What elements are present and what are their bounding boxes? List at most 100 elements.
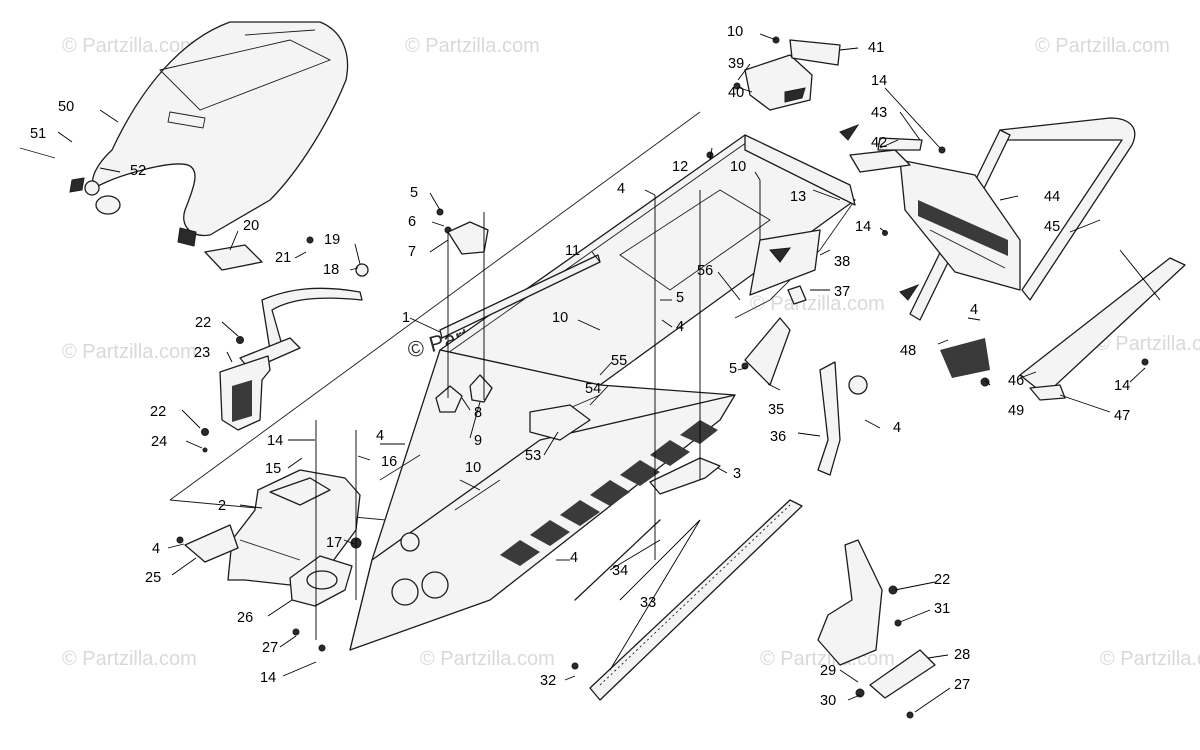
seat-part [19, 21, 349, 247]
callout-label: 4 [152, 541, 160, 557]
callout-label: 54 [585, 381, 601, 397]
callout-label: 40 [728, 85, 744, 101]
callout-label: 31 [934, 601, 950, 617]
callout-label: 5 [410, 185, 418, 201]
tunnel-chassis-part [349, 134, 856, 651]
callout-label: 23 [194, 345, 210, 361]
callout-label: 30 [820, 693, 836, 709]
watermark-text: © Partzilla.com [420, 648, 555, 670]
watermark-text: © Partzilla.com [750, 293, 885, 315]
callout-label: 14 [260, 670, 276, 686]
callout-label: 22 [150, 404, 166, 420]
callout-label: 26 [237, 610, 253, 626]
callout-label: 4 [617, 181, 625, 197]
callout-label: 44 [1044, 189, 1060, 205]
watermark-text: © Partzilla.com [62, 648, 197, 670]
callout-label: 29 [820, 663, 836, 679]
callout-label: 15 [265, 461, 281, 477]
callout-label: 5 [729, 361, 737, 377]
callout-label: 10 [730, 159, 746, 175]
callout-label: 34 [612, 563, 628, 579]
callout-label: 21 [275, 250, 291, 266]
callout-label: 14 [1114, 378, 1130, 394]
callout-label: 50 [58, 99, 74, 115]
callout-label: 47 [1114, 408, 1130, 424]
callout-label: 52 [130, 163, 146, 179]
watermark-text: © Partzilla.com [1095, 333, 1200, 355]
callout-label: 35 [768, 402, 784, 418]
watermark-text: © Partzilla.com [405, 35, 540, 57]
plate-8 [435, 374, 493, 413]
callout-label: 39 [728, 56, 744, 72]
callout-labels: 1 2 3 4 4 4 4 4 4 4 5 5 5 6 7 8 9 10 10 … [30, 24, 1130, 709]
bracket-54 [529, 404, 591, 441]
callout-label: 16 [381, 454, 397, 470]
bracket-37 [787, 285, 807, 305]
callout-label: 25 [145, 570, 161, 586]
callout-label: 14 [871, 73, 887, 89]
arm-36 [817, 361, 868, 476]
watermark-text: © Partzilla.com [1035, 35, 1170, 57]
callout-label: 13 [790, 189, 806, 205]
callout-label: 41 [868, 40, 884, 56]
callout-label: 27 [262, 640, 278, 656]
watermark-text: © Partzilla.com [1100, 648, 1200, 670]
callout-label: 28 [954, 647, 970, 663]
plate-26 [289, 555, 353, 607]
plate-25 [184, 524, 239, 563]
callout-label: 10 [465, 460, 481, 476]
bracket-7 [447, 221, 489, 255]
callout-label: 3 [733, 466, 741, 482]
callout-label: 51 [30, 126, 46, 142]
callout-label: 22 [934, 572, 950, 588]
callout-label: 1 [402, 310, 410, 326]
snow-flap-part [899, 159, 1021, 291]
callout-label: 11 [565, 243, 580, 259]
callout-label: 7 [408, 244, 416, 260]
callout-label: 6 [408, 214, 416, 230]
callout-label: 5 [676, 290, 684, 306]
reflector-part [849, 137, 923, 173]
callout-label: 37 [834, 284, 850, 300]
callout-label: 4 [676, 319, 684, 335]
bracket-23 [219, 355, 271, 431]
callout-label: 56 [697, 263, 713, 279]
callout-label: 38 [834, 254, 850, 270]
callout-label: 22 [195, 315, 211, 331]
side-plate-35 [744, 317, 791, 386]
bracket-20 [204, 244, 263, 271]
callout-label: 12 [672, 159, 688, 175]
callout-label: 43 [871, 105, 887, 121]
callout-label: 32 [540, 673, 556, 689]
callout-label: 4 [376, 428, 384, 444]
watermark-text: © Partzilla.com [62, 35, 197, 57]
callout-label: 18 [323, 262, 339, 278]
callout-label: 9 [474, 433, 482, 449]
callout-label: 36 [770, 429, 786, 445]
callout-label: 4 [893, 420, 901, 436]
tunnel-rear-part [744, 134, 856, 296]
callout-label: 19 [324, 232, 340, 248]
grab-handle-part [239, 263, 369, 371]
callout-label: 48 [900, 343, 916, 359]
callout-label: 33 [640, 595, 656, 611]
callout-label: 2 [218, 498, 226, 514]
callout-label: 27 [954, 677, 970, 693]
callout-label: 42 [871, 135, 887, 151]
callout-label: 8 [474, 405, 482, 421]
callout-label: 4 [970, 302, 978, 318]
footrest-part [817, 539, 936, 699]
callout-label: 46 [1008, 373, 1024, 389]
callout-label: 24 [151, 434, 167, 450]
hitch-part [940, 338, 990, 378]
callout-label: 17 [326, 535, 342, 551]
running-board-part [574, 499, 803, 701]
tail-bracket-part [744, 39, 841, 111]
callout-label: 10 [727, 24, 743, 40]
direction-markers [839, 123, 920, 301]
watermark-text: © Partzilla.com [62, 341, 197, 363]
callout-label: 10 [552, 310, 568, 326]
callout-label: 45 [1044, 219, 1060, 235]
callout-label: 55 [611, 353, 627, 369]
